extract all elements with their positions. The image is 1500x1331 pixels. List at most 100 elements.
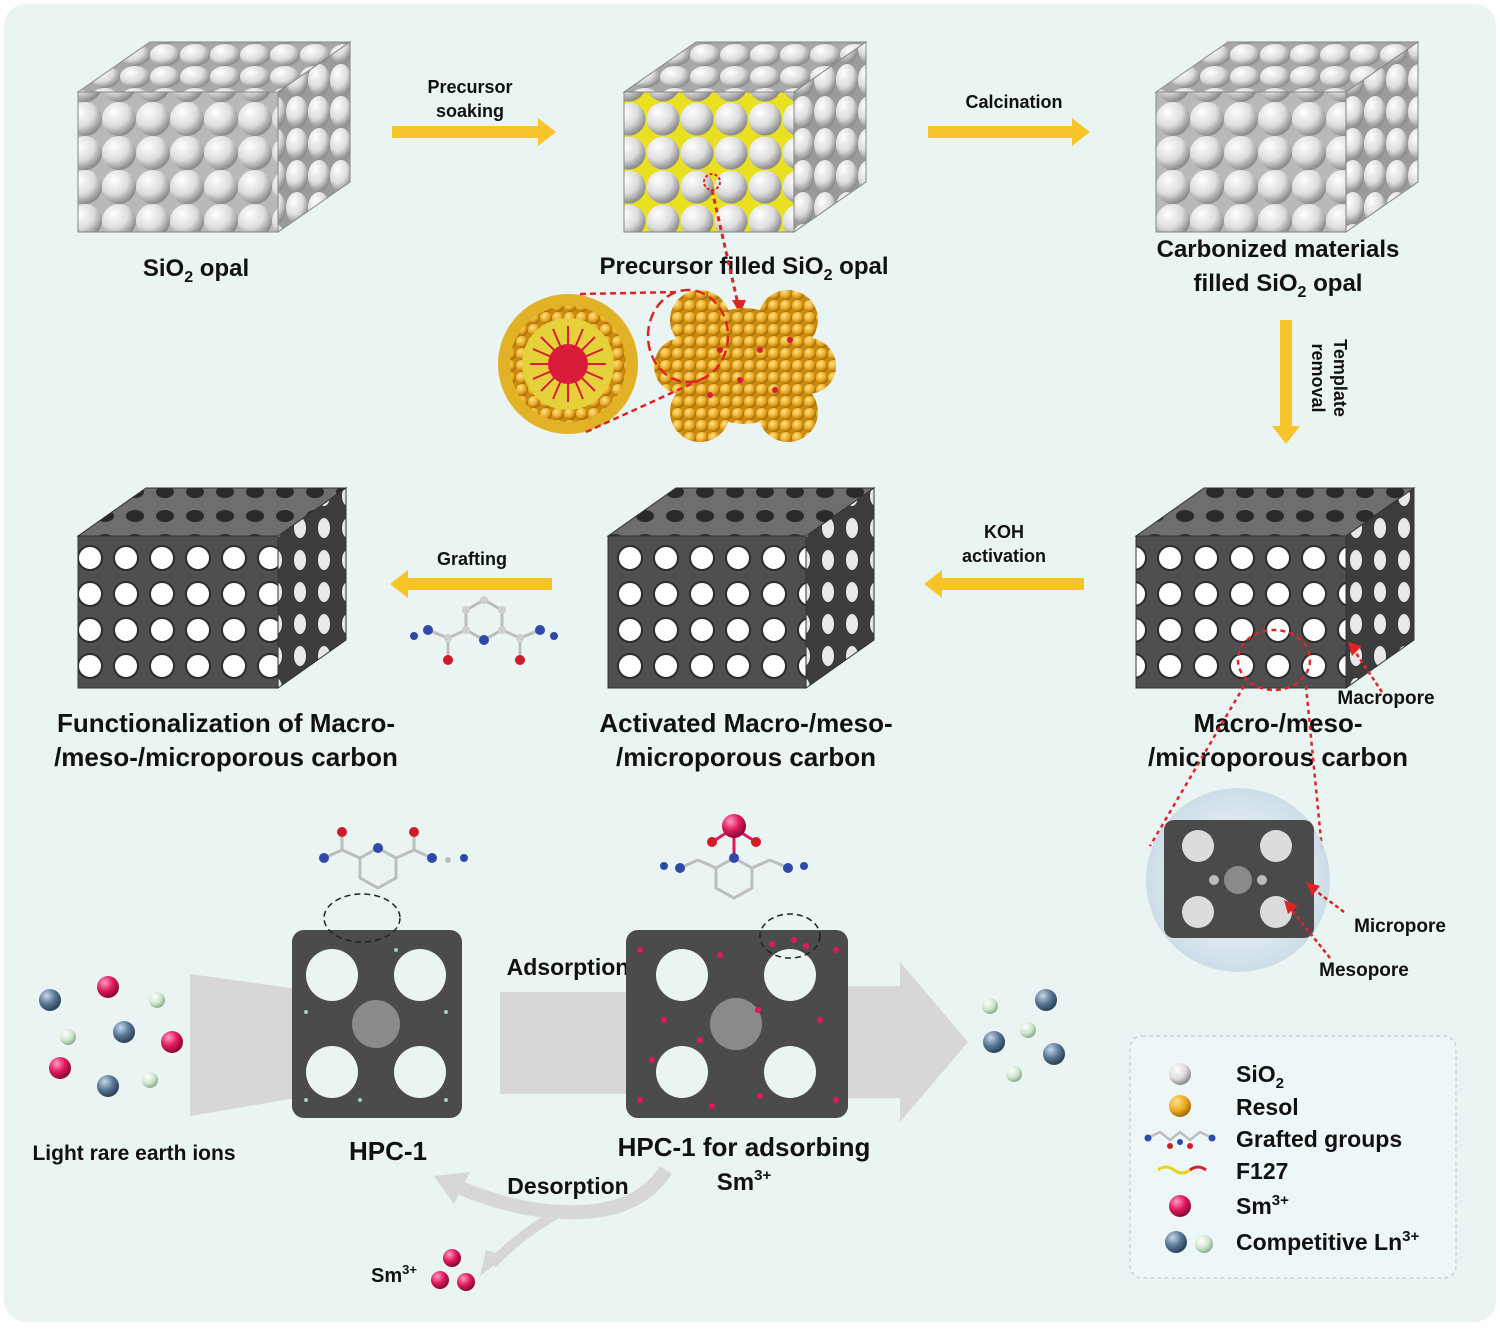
macropore-label: Macropore (1337, 688, 1434, 709)
pore-zoom-line-left (1148, 685, 1246, 847)
desorbed-sm-label: Sm3+ (371, 1262, 417, 1287)
carbonized-line2-prefix: filled SiO (1194, 270, 1298, 297)
zoom-line-precursor (710, 189, 740, 305)
legend-item-resol: Resol (1236, 1094, 1299, 1120)
hpc1-adsorbing-block (626, 930, 848, 1118)
grafted-molecule (410, 596, 558, 665)
svg-text:Precursor filled SiO2 opal: Precursor filled SiO2 opal (600, 253, 889, 284)
precursor-filled-suffix: opal (832, 253, 888, 280)
svg-text:Sm3+: Sm3+ (371, 1262, 417, 1287)
mesopore-pointer (1289, 907, 1331, 959)
legend-f127-icon (1157, 1165, 1207, 1175)
svg-text:Sm3+: Sm3+ (717, 1167, 772, 1196)
functionalized-carbon-cube (76, 487, 348, 689)
calcination-label: Calcination (965, 92, 1062, 112)
pore-zoom-carbon (1164, 820, 1314, 938)
legend-ln-green-icon (1195, 1235, 1213, 1253)
zoom-circle-pore (1236, 628, 1312, 692)
activated-line1: Activated Macro-/meso- (599, 708, 892, 738)
arrow-calcination: Calcination (928, 92, 1090, 146)
desorbed-sm-charge: 3+ (402, 1262, 417, 1277)
hpc1-adsorbing-graft-circle (759, 913, 821, 959)
sio2-opal-suffix: opal (193, 255, 249, 282)
adsorption-flow-band (190, 962, 968, 1122)
template-removal-line1: Template (1330, 339, 1350, 417)
zoom-line-bottom (585, 378, 701, 434)
macropore-pointer (1352, 649, 1384, 693)
legend-ln-charge: 3+ (1402, 1228, 1419, 1245)
zoom-circle-resol (646, 288, 730, 384)
carbonized-line1: Carbonized materials (1157, 236, 1400, 263)
desorption-label: Desorption (507, 1173, 628, 1199)
legend-sio2-icon (1169, 1063, 1191, 1085)
zoom-line-top (579, 290, 681, 296)
legend-sm-charge: 3+ (1272, 1192, 1289, 1209)
zoom-arrowhead (732, 300, 746, 314)
macropore-arrowhead (1348, 642, 1362, 656)
functionalized-carbon-label: Functionalization of Macro- /meso-/micro… (54, 708, 398, 772)
activated-carbon-label: Activated Macro-/meso- /microporous carb… (599, 708, 892, 772)
legend-ln-base: Competitive Ln (1236, 1229, 1402, 1255)
sio2-opal-label: SiO2 opal (143, 255, 249, 286)
sio2-opal-cube (76, 41, 352, 233)
legend-box (1129, 1035, 1457, 1279)
precursor-filled-cube (622, 41, 868, 233)
precursor-soaking-line2: soaking (436, 101, 504, 121)
legend-item-sm: Sm3+ (1236, 1192, 1289, 1219)
koh-line1: KOH (984, 522, 1024, 542)
sio2-opal-prefix: SiO (143, 255, 184, 282)
legend-item-ln: Competitive Ln3+ (1236, 1228, 1419, 1255)
legend-sio2-sub: 2 (1276, 1075, 1284, 1092)
legend-ln-blue-icon (1165, 1231, 1187, 1253)
arrow-template-removal: Template removal (1272, 320, 1350, 444)
arrow-precursor-soaking: Precursor soaking (392, 77, 556, 146)
template-removal-line2: removal (1308, 343, 1328, 412)
legend-grafted-icon (1144, 1130, 1216, 1149)
carbonized-line2-sub: 2 (1298, 284, 1307, 301)
adsorption-label: Adsorption (507, 954, 630, 980)
precursor-filled-label: Precursor filled SiO2 opal (600, 253, 889, 284)
macroporous-line2: /microporous carbon (1148, 742, 1408, 772)
desorbed-sm-base: Sm (371, 1265, 402, 1287)
mesopore-arrowhead (1284, 900, 1298, 914)
koh-line2: activation (962, 546, 1046, 566)
hpc1-graft-circle (323, 893, 401, 943)
legend-item-grafted: Grafted groups (1236, 1126, 1402, 1152)
remaining-ions (982, 989, 1065, 1082)
legend-sio2-base: SiO (1236, 1061, 1276, 1087)
functionalized-line1: Functionalization of Macro- (57, 708, 395, 738)
hpc1-grafted-molecule (319, 827, 468, 890)
macroporous-line1: Macro-/meso- (1193, 708, 1362, 738)
macroporous-carbon-cube (1134, 487, 1416, 692)
desorbed-sm-ions (431, 1249, 475, 1291)
legend: SiO2 Resol Grafted groups F127 Sm3+ Comp… (1129, 1035, 1457, 1279)
hpc1-block (292, 930, 462, 1118)
legend-sm-icon (1169, 1195, 1191, 1217)
hpc1-label: HPC-1 (349, 1136, 427, 1166)
activated-line2: /microporous carbon (616, 742, 876, 772)
micropore-label: Micropore (1354, 916, 1446, 937)
desorption-arrow (434, 1165, 672, 1276)
legend-item-f127: F127 (1236, 1158, 1288, 1184)
precursor-filled-prefix: Precursor filled SiO (600, 253, 824, 280)
svg-text:filled SiO2 opal: filled SiO2 opal (1194, 270, 1363, 301)
hpc1-adsorbing-molecule (660, 814, 808, 900)
precursor-soaking-line1: Precursor (427, 77, 512, 97)
mesopore-label: Mesopore (1319, 960, 1409, 981)
carbonized-cube (1154, 41, 1420, 233)
activated-carbon-cube (606, 487, 876, 689)
hpc1-adsorbing-label: HPC-1 for adsorbing Sm3+ (618, 1132, 871, 1196)
legend-item-sio2: SiO2 (1236, 1061, 1284, 1092)
light-rare-earth-ions (39, 976, 183, 1097)
arrow-grafting: Grafting (390, 549, 552, 598)
pore-zoom-line-right (1304, 685, 1324, 851)
precursor-filled-sub: 2 (824, 267, 833, 284)
grafting-label: Grafting (437, 549, 507, 569)
sio2-opal-sub: 2 (184, 269, 193, 286)
carbonized-label: Carbonized materials filled SiO2 opal (1157, 236, 1400, 301)
legend-resol-icon (1169, 1095, 1191, 1117)
carbonized-line2-suffix: opal (1306, 270, 1362, 297)
legend-sm-base: Sm (1236, 1193, 1272, 1219)
